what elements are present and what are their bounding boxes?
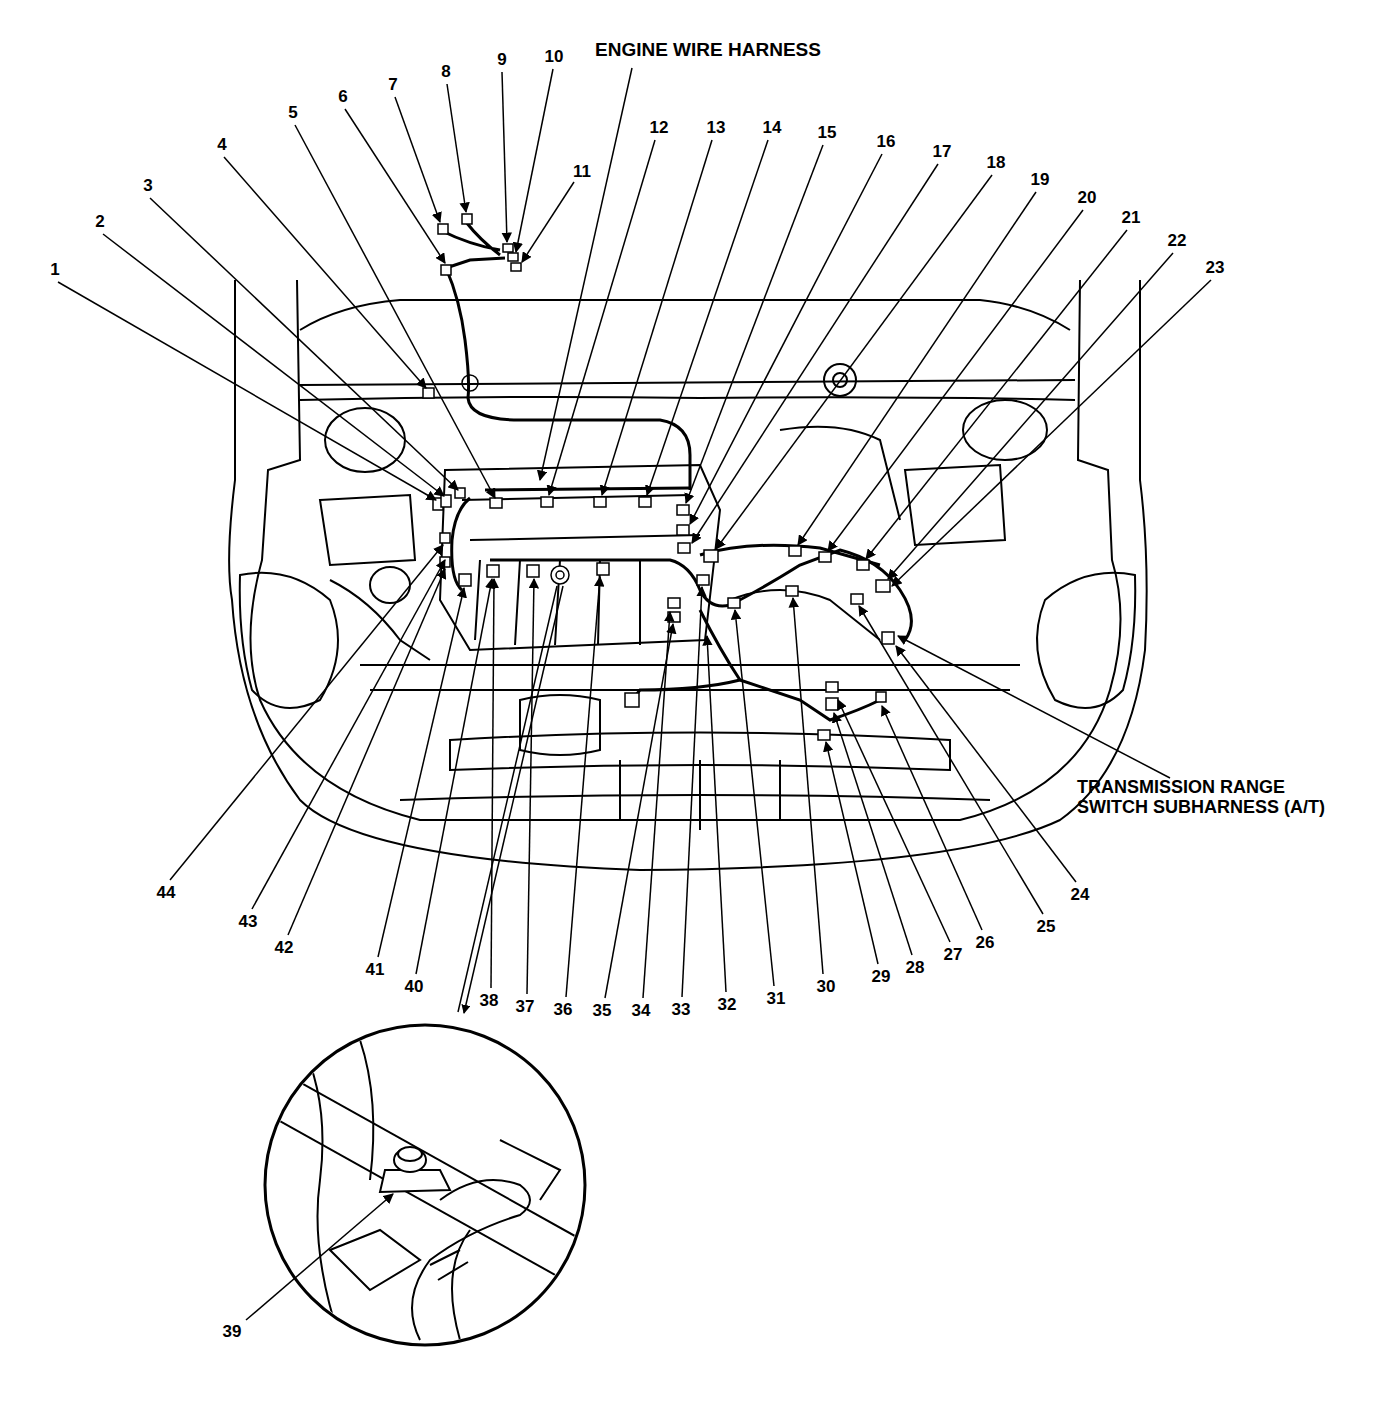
callout-number: 32 [716,996,739,1015]
callout-number: 17 [931,143,954,162]
callout-number: 44 [155,884,178,903]
callout-number: 4 [215,136,228,155]
callout-number: 35 [591,1002,614,1021]
callout-number: 27 [942,946,965,965]
callout-number: 31 [765,990,788,1009]
callout-number: 13 [705,119,728,138]
callout-number: 42 [273,939,296,958]
callout-number: 43 [237,913,260,932]
callout-number: 19 [1029,171,1052,190]
callout-number: 18 [985,154,1008,173]
callout-number: 9 [495,51,508,70]
callout-number: 41 [364,961,387,980]
callout-number: 10 [543,48,566,67]
callout-number: 7 [386,76,399,95]
callout-number: 2 [93,213,106,232]
callout-number: 38 [478,992,501,1011]
callout-number: 20 [1076,189,1099,208]
callout-number: 33 [670,1001,693,1020]
callout-number: 28 [904,959,927,978]
harness-label: ENGINE WIRE HARNESS [595,40,821,61]
callout-number: 39 [221,1323,244,1342]
callout-number: 16 [875,133,898,152]
callout-number: 30 [815,978,838,997]
callout-number: 26 [974,934,997,953]
harness-label: TRANSMISSION RANGE SWITCH SUBHARNESS (A/… [1077,778,1339,818]
callout-number: 23 [1204,259,1227,278]
callout-number: 21 [1120,209,1143,228]
callout-number: 24 [1069,886,1092,905]
callout-number: 22 [1166,232,1189,251]
callout-number: 15 [816,124,839,143]
callout-number: 6 [336,88,349,107]
callout-number: 34 [630,1002,653,1021]
callout-number: 14 [761,119,784,138]
callout-number: 1 [48,261,61,280]
callout-number: 11 [571,163,593,182]
callout-number: 3 [141,177,154,196]
callout-number: 36 [552,1001,575,1020]
callout-number: 25 [1035,918,1058,937]
callout-number: 29 [870,968,893,987]
callout-number: 5 [286,104,299,123]
callout-number: 40 [403,978,426,997]
callout-number: 8 [439,63,452,82]
callout-number: 37 [514,998,537,1017]
callout-number: 12 [648,119,671,138]
